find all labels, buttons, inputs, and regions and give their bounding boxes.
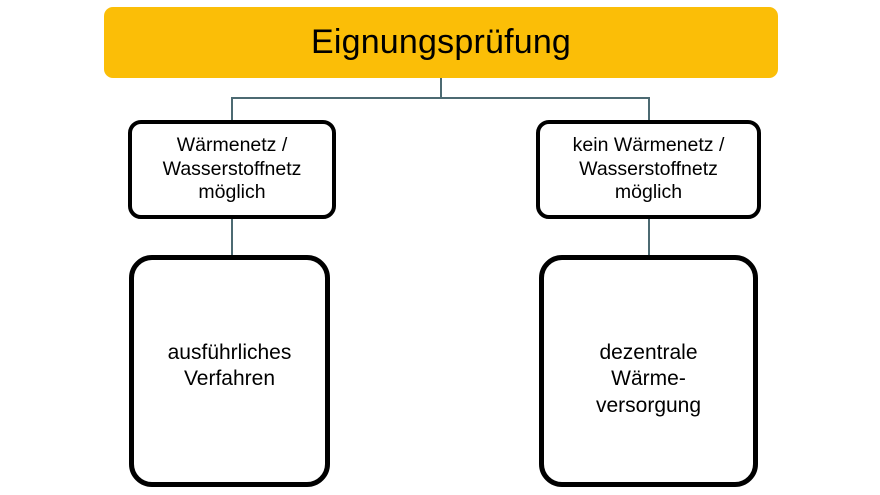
condition-node-left-label: Wärmenetz / Wasserstoffnetz möglich bbox=[162, 133, 302, 204]
condition-node-right-label: kein Wärmenetz / Wasserstoffnetz möglich bbox=[572, 133, 725, 204]
connector-root-trunk bbox=[440, 78, 442, 99]
connector-branch-bar bbox=[231, 97, 650, 99]
connector-stem-left bbox=[231, 218, 233, 256]
connector-drop-right bbox=[648, 97, 650, 121]
diagram-title-node: Eignungsprüfung bbox=[104, 7, 778, 78]
condition-node-right: kein Wärmenetz / Wasserstoffnetz möglich bbox=[536, 120, 761, 219]
connector-stem-right bbox=[648, 218, 650, 256]
result-node-left: ausführliches Verfahren bbox=[129, 255, 330, 487]
result-node-left-label: ausführliches Verfahren bbox=[167, 341, 292, 391]
condition-node-left: Wärmenetz / Wasserstoffnetz möglich bbox=[128, 120, 336, 219]
connector-drop-left bbox=[231, 97, 233, 121]
diagram-title-label: Eignungsprüfung bbox=[310, 22, 572, 61]
result-node-right: dezentrale Wärme- versorgung bbox=[539, 255, 758, 487]
result-node-right-label: dezentrale Wärme- versorgung bbox=[595, 341, 702, 417]
